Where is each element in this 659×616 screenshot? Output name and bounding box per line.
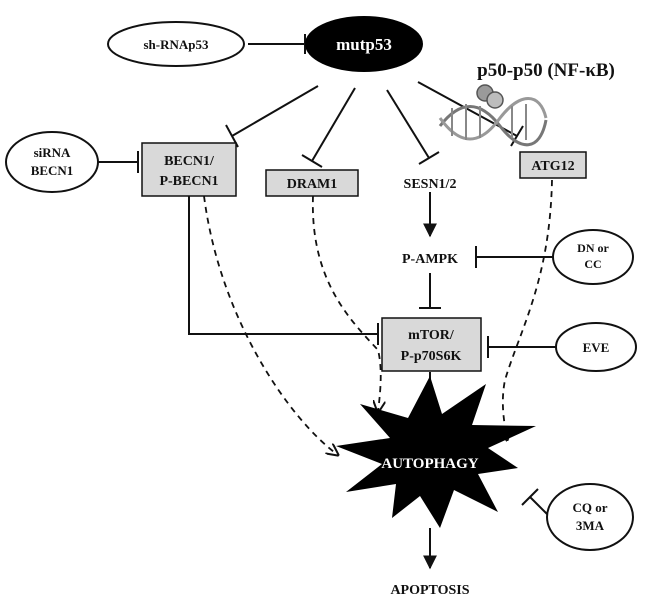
node-apoptosis-label: APOPTOSIS — [390, 583, 469, 598]
node-mtor-label-2: P-p70S6K — [401, 349, 462, 364]
node-dncc-label-2: CC — [584, 257, 601, 271]
edge-becn1-autophagy-dashed — [203, 195, 338, 455]
dashed-edges — [203, 179, 553, 455]
edge-cq-autophagy-bar — [521, 488, 539, 506]
node-mtor — [381, 317, 482, 372]
node-cq-3ma — [546, 483, 634, 551]
node-eve — [555, 322, 637, 372]
dna-nfkb-icon — [438, 84, 548, 147]
edge-mutp53-sesn-bar — [418, 151, 440, 165]
node-sesn-label: SESN1/2 — [404, 177, 457, 192]
node-cq-label-2: 3MA — [576, 518, 605, 533]
node-sirna-label-1: siRNA — [34, 145, 71, 160]
node-eve-label: EVE — [583, 340, 610, 355]
node-shrnap53 — [107, 21, 245, 67]
node-pampk-label: P-AMPK — [402, 252, 458, 267]
node-mtor-label-1: mTOR/ — [408, 328, 455, 343]
node-sirna-becn1 — [5, 131, 99, 193]
node-nfkb-label: p50-p50 (NF-κB) — [477, 60, 615, 81]
edge-mutp53-atg12-bar — [510, 125, 524, 147]
node-mutp53-label: mutp53 — [336, 35, 392, 54]
node-dram1 — [265, 169, 359, 197]
node-autophagy-label: AUTOPHAGY — [381, 456, 478, 472]
node-shrnap53-label: sh-RNAp53 — [143, 37, 209, 52]
node-dncc-label-1: DN or — [577, 241, 609, 255]
node-mutp53 — [305, 16, 423, 72]
node-atg12 — [519, 151, 587, 179]
node-sirna-label-2: BECN1 — [31, 163, 74, 178]
node-becn1-label-2: P-BECN1 — [159, 174, 218, 189]
edge-mutp53-becn1 — [231, 85, 319, 137]
edge-mutp53-dram1-bar — [301, 154, 323, 168]
edge-mutp53-dram1 — [311, 87, 356, 162]
edge-mutp53-sesn — [386, 89, 430, 159]
node-becn1 — [141, 142, 237, 197]
node-dram1-label: DRAM1 — [287, 177, 338, 192]
edge-becn1-mtor — [188, 196, 378, 335]
edge-atg12-autophagy-dashed — [503, 179, 553, 440]
node-becn1-label-1: BECN1/ — [164, 154, 215, 169]
node-atg12-label: ATG12 — [531, 159, 574, 174]
node-cq-label-1: CQ or — [572, 500, 607, 515]
node-autophagy — [336, 376, 536, 528]
node-dncc — [552, 229, 634, 285]
edge-dram1-autophagy-dashed — [312, 195, 381, 412]
